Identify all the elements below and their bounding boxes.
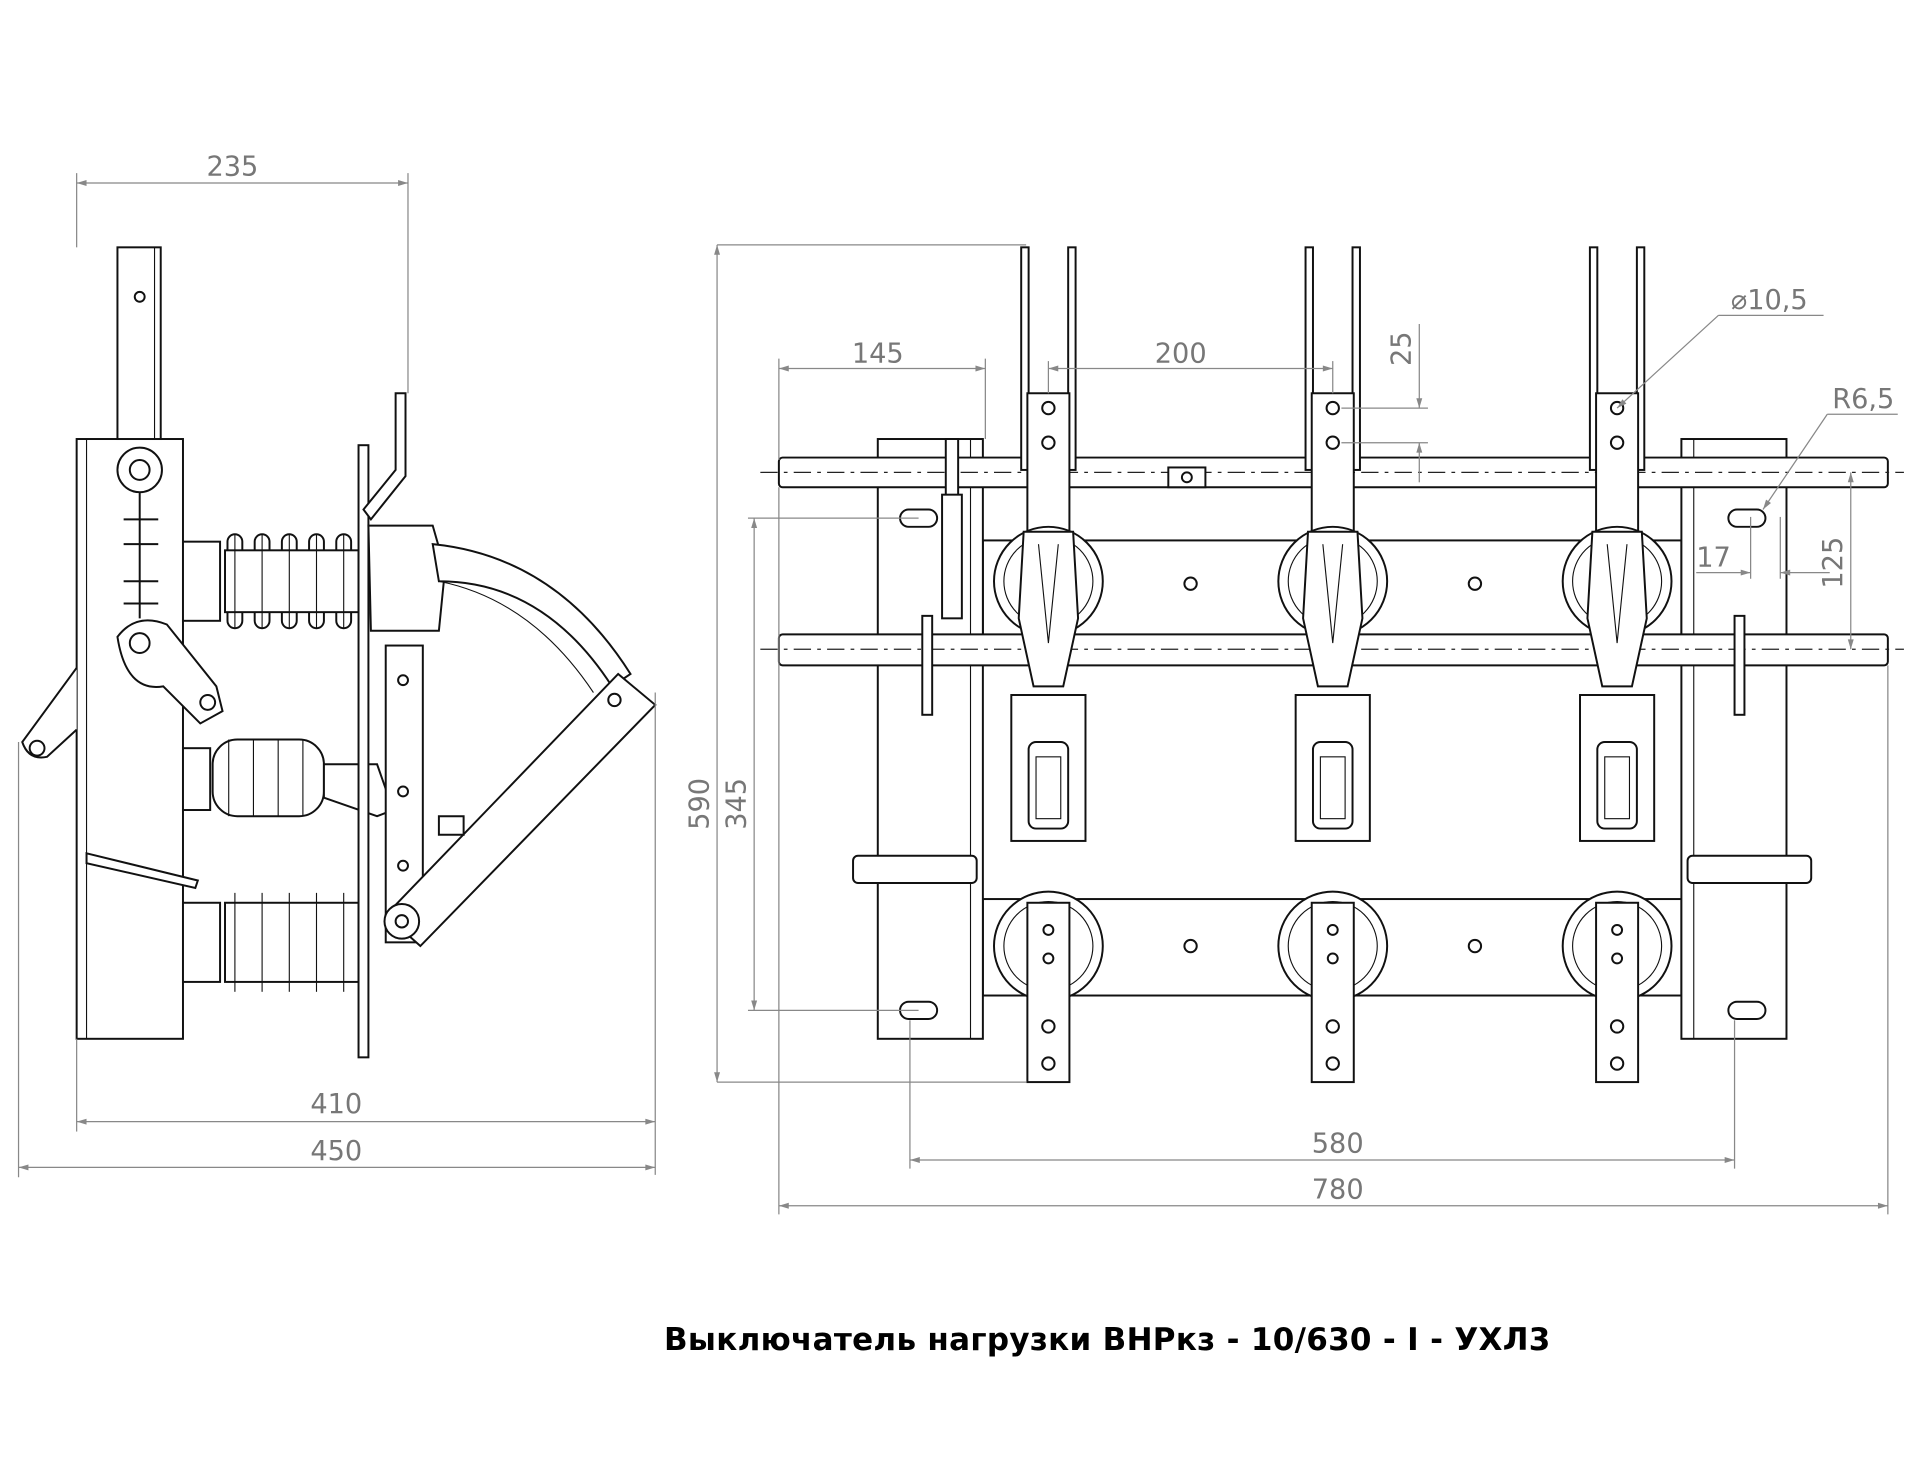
dim-slot-radius: R6,5 xyxy=(1832,384,1894,415)
pole-1 xyxy=(993,246,1104,1084)
arc-chute xyxy=(431,543,632,688)
dim-580: 580 xyxy=(1312,1129,1364,1160)
dim-17: 17 xyxy=(1696,542,1731,573)
dim-235: 235 xyxy=(206,152,258,183)
right-frame xyxy=(1680,438,1788,1040)
dim-145: 145 xyxy=(852,338,904,369)
dim-125: 125 xyxy=(1818,537,1849,589)
dim-450: 450 xyxy=(310,1136,362,1167)
dim-hole-diameter: ⌀10,5 xyxy=(1731,285,1808,316)
dim-410: 410 xyxy=(310,1089,362,1120)
dim-345: 345 xyxy=(722,778,753,830)
dim-200: 200 xyxy=(1155,338,1207,369)
contact-head xyxy=(367,524,447,632)
side-frame xyxy=(75,438,184,1040)
top-bracket xyxy=(116,246,162,441)
side-view: 235 410 450 xyxy=(17,152,657,1178)
front-view: 590 345 145 200 25 ⌀10,5 R6,5 17 125 580… xyxy=(684,244,1904,1215)
left-frame xyxy=(876,438,984,1040)
lever-arm xyxy=(384,672,657,948)
insulator-bottom xyxy=(181,892,360,992)
drawing-title: Выключатель нагрузки ВНРкз - 10/630 - I … xyxy=(664,1322,1551,1358)
dim-590: 590 xyxy=(684,778,715,830)
dim-25: 25 xyxy=(1387,331,1418,366)
insulator-top xyxy=(181,533,360,630)
mount-plate xyxy=(357,444,370,1059)
dim-780: 780 xyxy=(1312,1174,1364,1205)
